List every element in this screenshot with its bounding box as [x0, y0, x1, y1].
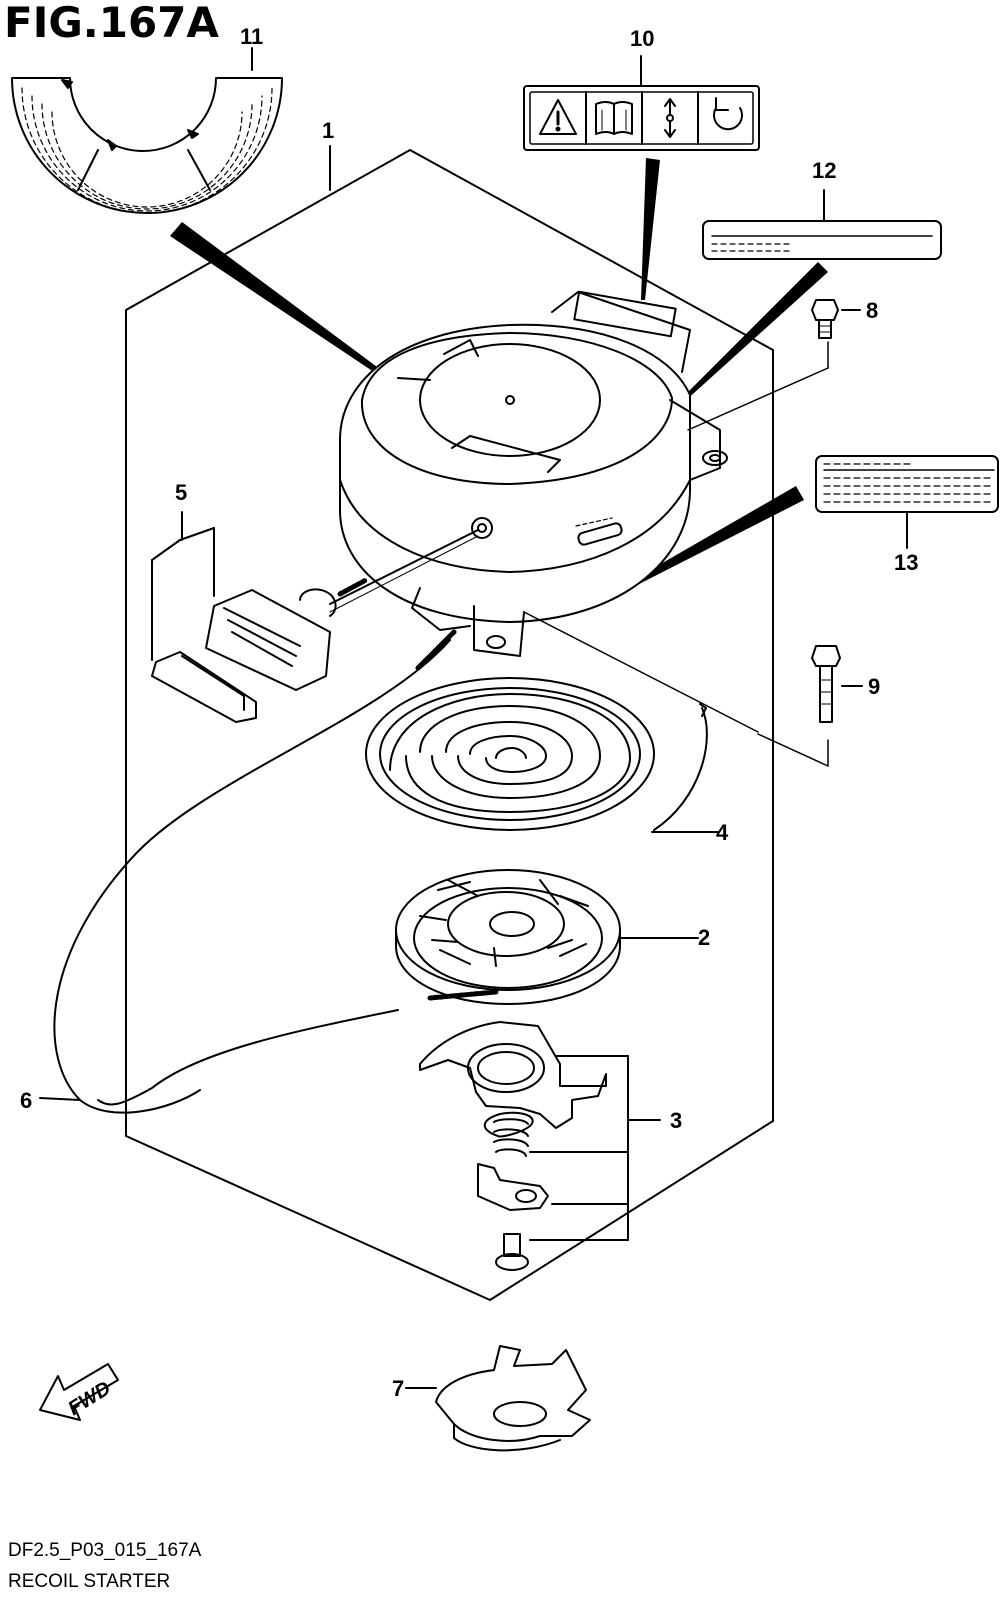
pulley-7 [405, 1345, 591, 1452]
reel-2 [97, 869, 699, 1106]
callout-6: 6 [20, 1088, 32, 1113]
callout-12: 12 [812, 158, 836, 183]
ratchet-set-3 [419, 1021, 661, 1271]
starter-housing-1 [339, 290, 728, 657]
manual-book-icon [595, 101, 633, 135]
warning-label-10 [523, 55, 760, 151]
choke-arrow-icon [664, 98, 676, 138]
callout-4: 4 [716, 820, 729, 845]
callout-10: 10 [630, 26, 654, 51]
callout-13: 13 [894, 550, 918, 575]
label-12 [702, 189, 942, 260]
diagram-name: RECOIL STARTER [8, 1571, 171, 1592]
rotation-icon [713, 97, 743, 131]
bolt-8 [811, 299, 861, 339]
figure-title: FIG.167A [4, 0, 219, 47]
callout-1: 1 [322, 118, 334, 143]
callout-9: 9 [868, 674, 880, 699]
fwd-arrow: FWD [39, 1363, 119, 1421]
warning-icon [539, 99, 577, 135]
callout-5: 5 [175, 480, 187, 505]
diagram-code: DF2.5_P03_015_167A [8, 1540, 202, 1561]
bolt-9 [811, 645, 863, 723]
rope-6 [39, 577, 457, 1114]
callout-7: 7 [392, 1376, 404, 1401]
assembly-outline [125, 145, 774, 1301]
decal-11 [11, 47, 283, 214]
callout-2: 2 [698, 925, 710, 950]
callout-11: 11 [240, 24, 263, 49]
spiral-spring-4 [365, 677, 719, 833]
callout-8: 8 [866, 298, 878, 323]
label-13 [815, 455, 999, 549]
callout-3: 3 [670, 1108, 682, 1133]
construction-lines [523, 341, 829, 767]
starter-handle-5 [151, 511, 479, 723]
